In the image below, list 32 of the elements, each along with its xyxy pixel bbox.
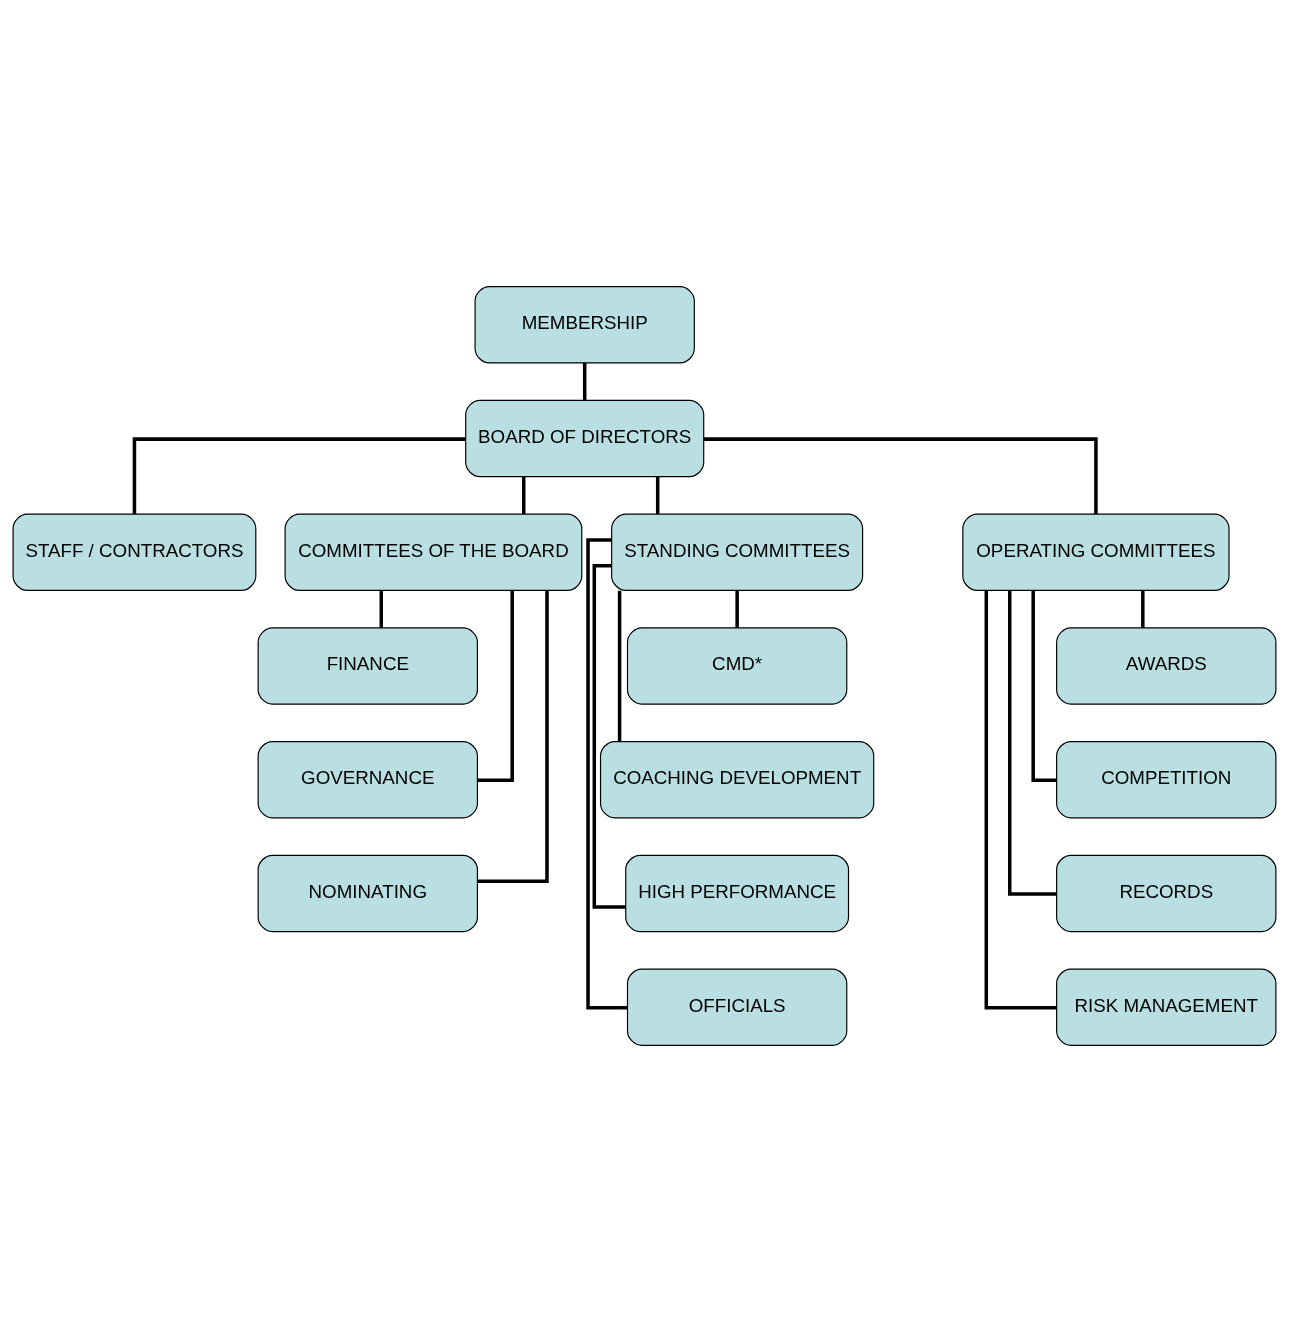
connector <box>132 437 466 514</box>
node-box: COMPETITION <box>1056 741 1277 819</box>
connector <box>735 590 739 628</box>
connector <box>984 590 1057 1010</box>
connector <box>521 476 526 514</box>
node-box: HIGH PERFORMANCE <box>625 854 850 933</box>
node-box: FINANCE <box>257 627 478 705</box>
connector <box>592 564 626 909</box>
connector <box>379 590 384 628</box>
node-box: COMMITTEES OF THE BOARD <box>284 513 583 591</box>
node-box: MEMBERSHIP <box>474 286 695 364</box>
connector <box>477 590 514 783</box>
node-box: STAFF / CONTRACTORS <box>12 513 257 591</box>
connector <box>1008 590 1057 896</box>
connector <box>1141 590 1145 628</box>
connector <box>617 590 622 742</box>
node-box: CMD* <box>626 627 848 705</box>
node-box: COACHING DEVELOPMENT <box>599 741 875 819</box>
node-box: OPERATING COMMITTEES <box>962 513 1230 591</box>
node-box: RISK MANAGEMENT <box>1056 968 1277 1046</box>
node-box: STANDING COMMITTEES <box>611 513 864 591</box>
connector <box>477 590 549 883</box>
connector <box>582 363 587 401</box>
node-box: BOARD OF DIRECTORS <box>465 399 705 478</box>
node-box: GOVERNANCE <box>257 741 478 819</box>
connector <box>655 476 660 514</box>
node-box: RECORDS <box>1056 854 1277 933</box>
connector <box>703 437 1098 514</box>
node-box: NOMINATING <box>257 854 478 933</box>
node-box: OFFICIALS <box>626 968 848 1046</box>
node-box: AWARDS <box>1056 627 1277 705</box>
connector <box>586 538 628 1010</box>
